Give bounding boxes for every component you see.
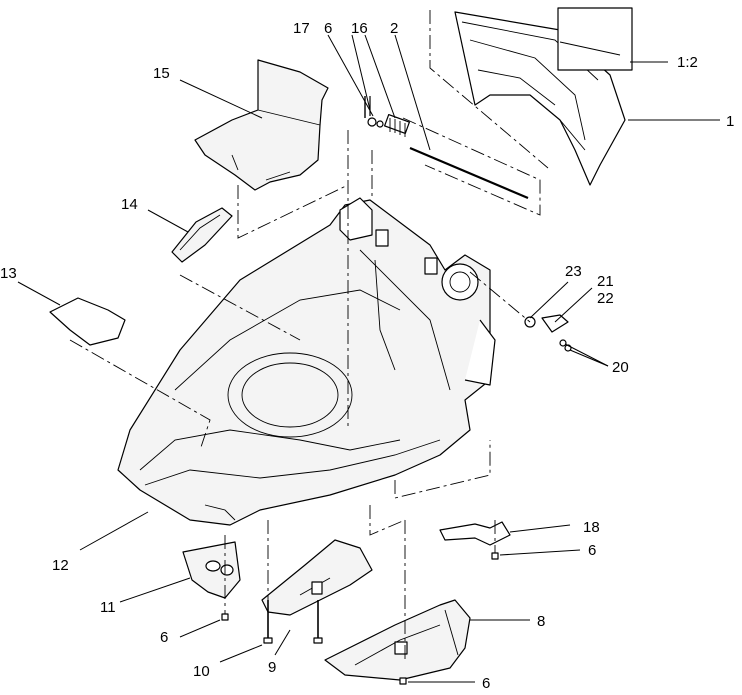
callout-6-left: 6 bbox=[160, 629, 168, 646]
handle-grip-part bbox=[171, 207, 233, 263]
callout-8: 8 bbox=[537, 613, 545, 630]
callout-23: 23 bbox=[565, 263, 582, 280]
callout-14: 14 bbox=[121, 196, 138, 213]
callout-22: 22 bbox=[597, 290, 614, 307]
bracket-part bbox=[439, 521, 511, 546]
leader-lines bbox=[17, 34, 720, 683]
callout-6-top: 6 bbox=[324, 20, 332, 37]
callout-17: 17 bbox=[293, 20, 310, 37]
callout-2: 2 bbox=[390, 20, 398, 37]
callout-1-2: 1:2 bbox=[677, 54, 698, 71]
callout-6-bottom: 6 bbox=[482, 675, 490, 692]
mulch-plate-part bbox=[324, 599, 471, 681]
callout-6-right: 6 bbox=[588, 542, 596, 559]
baffle-part bbox=[261, 539, 373, 616]
mower-housing-part bbox=[117, 197, 496, 526]
callout-18: 18 bbox=[583, 519, 600, 536]
callout-9: 9 bbox=[268, 659, 276, 676]
cover-bracket-part bbox=[182, 541, 241, 599]
alignment-lines bbox=[69, 10, 549, 660]
chute-deflector-part bbox=[194, 59, 329, 191]
callout-1: 1 bbox=[726, 113, 734, 130]
callout-labels: 1:2 1 17 6 16 2 15 14 13 23 21 22 20 18 … bbox=[0, 20, 734, 692]
nut-assembly-part bbox=[367, 96, 384, 128]
callout-16: 16 bbox=[351, 20, 368, 37]
callout-21: 21 bbox=[597, 273, 614, 290]
callout-15: 15 bbox=[153, 65, 170, 82]
callout-13: 13 bbox=[0, 265, 17, 282]
bolts-group bbox=[221, 96, 499, 685]
callout-12: 12 bbox=[52, 557, 69, 574]
label-decal-part bbox=[557, 7, 633, 71]
axle-parts bbox=[524, 314, 572, 352]
plug-part bbox=[49, 297, 126, 346]
spring-part bbox=[384, 113, 410, 137]
callout-20: 20 bbox=[612, 359, 629, 376]
rod-part bbox=[409, 146, 529, 200]
callout-10: 10 bbox=[193, 663, 210, 680]
callout-11: 11 bbox=[100, 599, 116, 616]
